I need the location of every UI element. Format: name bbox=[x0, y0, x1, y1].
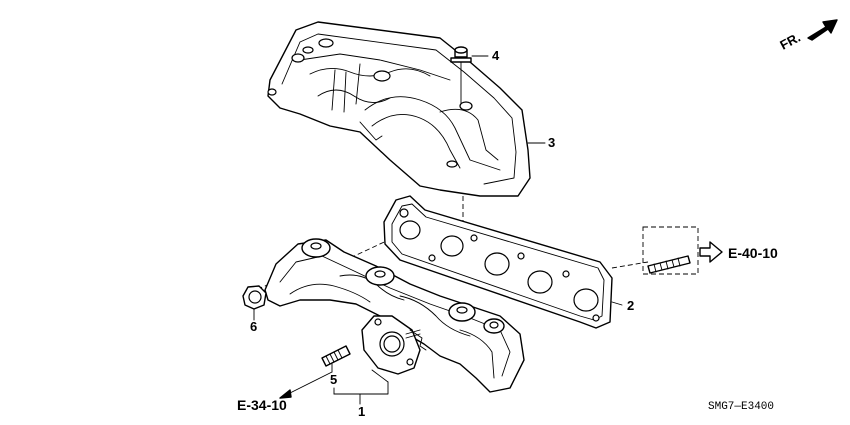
part-number-1: 1 bbox=[358, 404, 365, 419]
studs-part-5 bbox=[321, 255, 691, 395]
leader-lines bbox=[359, 142, 546, 405]
manifold-gasket bbox=[383, 195, 623, 329]
part-number-5: 5 bbox=[330, 372, 337, 387]
front-direction-indicator: FR. bbox=[777, 19, 838, 53]
flange-nut-part-6 bbox=[242, 285, 267, 321]
reference-label-upper[interactable]: E-40-10 bbox=[728, 245, 778, 261]
front-label: FR. bbox=[777, 30, 803, 53]
part-number-6: 6 bbox=[250, 319, 257, 334]
exhaust-manifold bbox=[264, 238, 525, 393]
part-number-4: 4 bbox=[492, 48, 500, 63]
diagram-code: SMG7—E3400 bbox=[708, 401, 774, 413]
reference-label-lower[interactable]: E-34-10 bbox=[237, 397, 287, 413]
bolt-part-4 bbox=[450, 46, 489, 105]
part-number-3: 3 bbox=[548, 135, 555, 150]
heat-shield-upper bbox=[267, 21, 531, 197]
reference-arrow-lower bbox=[279, 371, 333, 399]
reference-arrow-upper bbox=[699, 241, 723, 263]
part-number-2: 2 bbox=[627, 298, 634, 313]
